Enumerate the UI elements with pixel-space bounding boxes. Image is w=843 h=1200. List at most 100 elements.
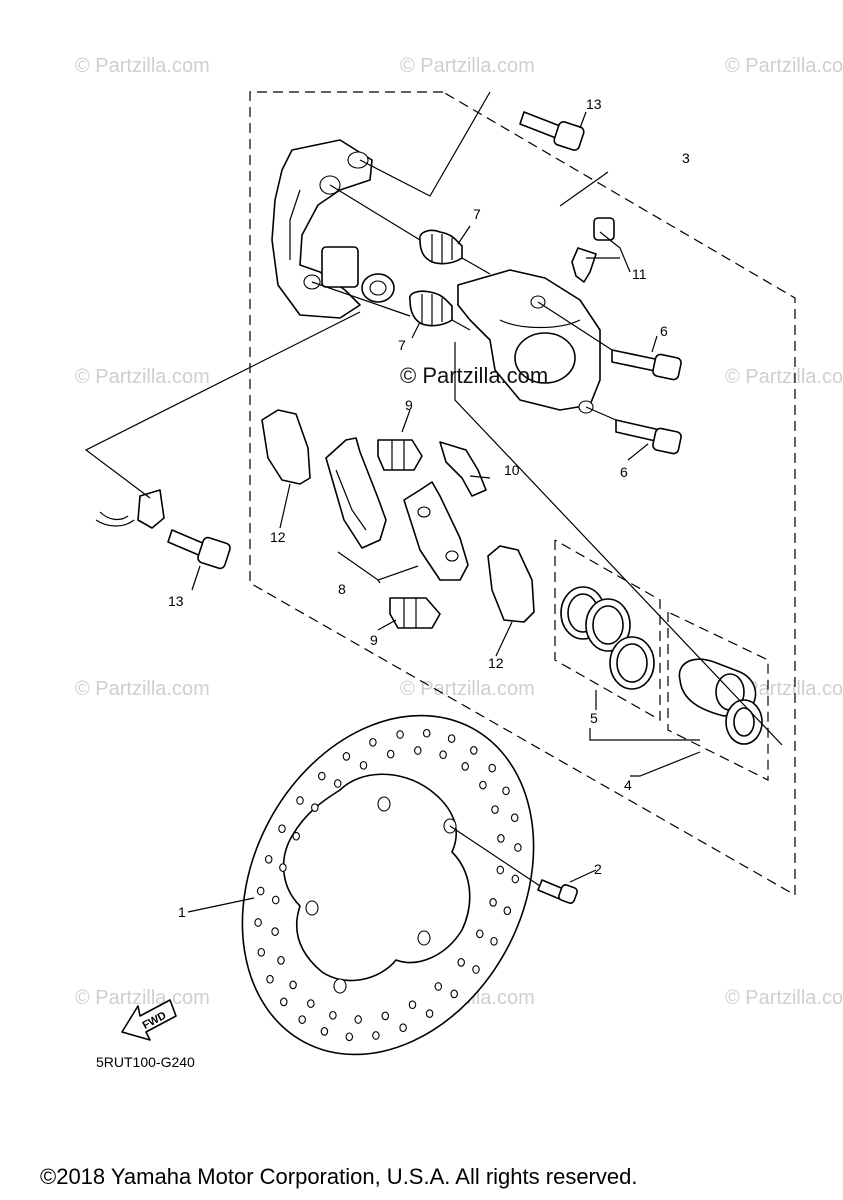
disc-drill-hole xyxy=(476,929,484,939)
diagram-code: 5RUT100-G240 xyxy=(96,1054,195,1070)
disc-drill-hole xyxy=(408,1000,417,1010)
seal-kit-box xyxy=(554,539,661,722)
disc-drill-hole xyxy=(278,824,286,834)
pad-support xyxy=(439,441,487,497)
disc-drill-hole xyxy=(439,750,447,760)
disc-drill-holes xyxy=(254,728,522,1042)
pin-boot-upper xyxy=(419,229,463,265)
disc-drill-hole xyxy=(450,989,458,999)
disc-drill-hole xyxy=(354,1015,362,1024)
disc-drill-hole xyxy=(318,771,326,781)
disc-drill-hole xyxy=(296,796,304,805)
disc-drill-hole xyxy=(320,1027,329,1036)
disc-drill-hole xyxy=(386,749,395,759)
disc-drill-hole xyxy=(434,982,443,991)
brake-pad-left xyxy=(325,437,387,549)
disc-drill-hole xyxy=(279,863,287,872)
disc-drill-hole xyxy=(447,734,456,743)
disc-drill-hole xyxy=(497,834,505,843)
disc-drill-hole xyxy=(277,956,285,965)
disc-drill-hole xyxy=(503,906,512,916)
callout-13-top: 13 xyxy=(586,96,602,112)
watermark-layer: © Partzilla.com © Partzilla.com © Partzi… xyxy=(75,55,843,1009)
disc-drill-hole xyxy=(457,958,465,967)
caliper-body xyxy=(457,269,601,414)
disc-drill-hole xyxy=(289,980,297,990)
disc-bolt xyxy=(537,879,578,904)
center-watermark: © Partzilla.com xyxy=(400,363,548,388)
disc-drill-hole xyxy=(422,728,431,738)
brake-disc xyxy=(241,714,535,1056)
callout-11: 11 xyxy=(632,266,647,282)
disc-drill-hole xyxy=(491,805,499,814)
callout-2: 2 xyxy=(594,861,602,877)
callout-labels: 1 2 3 4 5 6 6 7 7 8 9 9 10 11 12 12 13 1… xyxy=(168,96,690,920)
watermark-text: © Partzilla.com xyxy=(75,987,210,1009)
disc-drill-hole xyxy=(329,1010,337,1020)
disc-drill-hole xyxy=(479,780,487,790)
callout-4: 4 xyxy=(624,777,632,793)
pin-boot-lower xyxy=(409,290,453,327)
callout-7-upper: 7 xyxy=(473,206,481,222)
disc-drill-hole xyxy=(461,762,469,771)
disc-drill-hole xyxy=(271,895,280,905)
disc-drill-hole xyxy=(256,886,265,896)
callout-3: 3 xyxy=(682,150,690,166)
callout-9-lower: 9 xyxy=(370,632,378,648)
watermark-text: © Partzilla.com xyxy=(75,678,210,700)
disc-drill-hole xyxy=(271,927,279,936)
callout-5: 5 xyxy=(590,710,598,726)
caliper-bracket xyxy=(271,139,395,319)
disc-drill-hole xyxy=(425,1009,434,1018)
disc-drill-hole xyxy=(489,898,497,907)
callout-7-lower: 7 xyxy=(398,337,406,353)
disc-drill-hole xyxy=(307,999,315,1008)
piston-kit-box xyxy=(667,611,769,781)
disc-drill-hole xyxy=(488,763,496,773)
disc-drill-hole xyxy=(298,1015,306,1024)
brake-pad-right xyxy=(403,481,469,581)
disc-drill-hole xyxy=(359,760,368,770)
callout-12-right: 12 xyxy=(488,655,504,671)
pad-spring-lower xyxy=(389,597,441,629)
callout-12-left: 12 xyxy=(270,529,286,545)
disc-drill-hole xyxy=(490,936,498,946)
bracket-bolt-left xyxy=(167,529,231,570)
caliper-bolt-lower xyxy=(615,419,682,455)
disc-drill-hole xyxy=(264,854,273,864)
disc-drill-hole xyxy=(511,874,520,884)
caliper-bolt-upper xyxy=(611,349,682,381)
watermark-text: © Partzilla.com xyxy=(725,987,843,1009)
disc-drill-hole xyxy=(502,786,510,796)
bracket-bolt-top xyxy=(519,111,585,151)
watermark-text: © Partzilla.com xyxy=(400,55,535,77)
caliper-assembly-outline xyxy=(249,91,796,897)
disc-drill-hole xyxy=(254,918,262,927)
disc-drill-hole xyxy=(333,779,342,788)
disc-drill-hole xyxy=(510,813,519,823)
watermark-text: © Partzilla.com xyxy=(75,55,210,77)
copyright-notice: ©2018 Yamaha Motor Corporation, U.S.A. A… xyxy=(40,1164,637,1189)
callout-8: 8 xyxy=(338,581,346,597)
watermark-text: © Partzilla.com xyxy=(75,366,210,388)
hose-clip xyxy=(95,489,165,529)
callout-13-left: 13 xyxy=(168,593,184,609)
pad-shim-left xyxy=(261,409,311,485)
pad-spring-upper xyxy=(377,439,423,471)
leader-lines xyxy=(84,91,783,913)
disc-drill-hole xyxy=(396,730,404,739)
disc-drill-hole xyxy=(369,737,377,747)
watermark-text: © Partzilla.com xyxy=(725,55,843,77)
callout-9-upper: 9 xyxy=(405,397,413,413)
callout-6-lower: 6 xyxy=(620,464,628,480)
callout-6-upper: 6 xyxy=(660,323,668,339)
disc-drill-hole xyxy=(414,746,422,755)
watermark-text: © Partzilla.com xyxy=(400,678,535,700)
disc-drill-hole xyxy=(345,1032,354,1042)
disc-drill-hole xyxy=(311,803,319,812)
bleed-screw xyxy=(571,217,615,283)
disc-drill-hole xyxy=(514,843,522,852)
pad-shim-right xyxy=(487,545,535,623)
disc-drill-hole xyxy=(496,865,505,875)
